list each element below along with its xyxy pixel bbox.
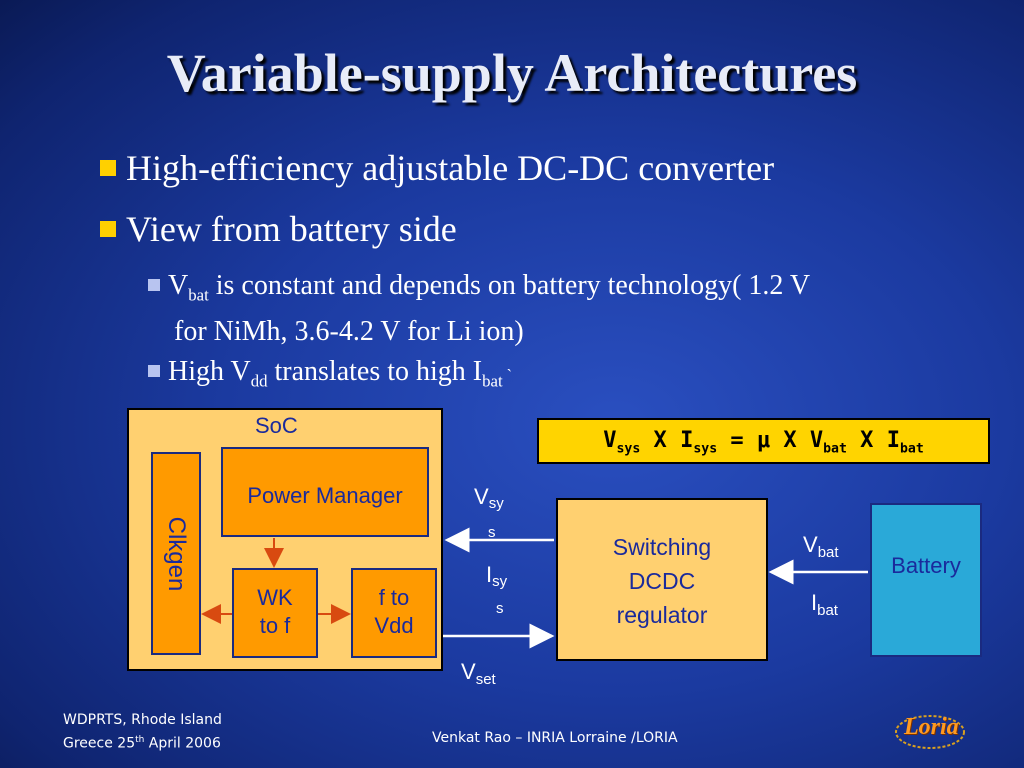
sub-bullet-vdd: High Vdd translates to high Ibat ` [148, 354, 968, 400]
bullet-square-icon [100, 159, 116, 176]
bullet-text: View from battery side [126, 209, 457, 249]
power-equation: Vsys X Isys = μ X Vbat X Ibat [537, 418, 990, 464]
battery-label: Battery [891, 553, 961, 578]
ibat-label: Ibat [811, 590, 838, 619]
clkgen-block: Clkgen [151, 452, 201, 655]
vbat-label: Vbat [803, 532, 839, 561]
bullet-item: View from battery side [100, 208, 457, 250]
vsys-label-wrap: s [488, 524, 496, 541]
soc-label: SoC [255, 413, 298, 438]
bullet-text: High-efficiency adjustable DC-DC convert… [126, 148, 775, 188]
isys-label-wrap: s [496, 600, 504, 617]
footer-left: WDPRTS, Rhode Island Greece 25th April 2… [63, 712, 222, 752]
bullet-square-icon [100, 220, 116, 237]
slide-title: Variable-supply Architectures [166, 43, 858, 103]
bullet-item: High-efficiency adjustable DC-DC convert… [100, 147, 774, 189]
vsys-label: Vsy [474, 484, 504, 512]
loria-logo-icon: Loria [892, 706, 968, 754]
power-manager-label: Power Manager [247, 483, 403, 508]
sub-bullet-vbat: Vbat is constant and depends on battery … [148, 268, 968, 350]
vset-label: Vset [461, 659, 496, 688]
switching-regulator-block: Switching DCDC regulator [556, 498, 768, 661]
power-manager-block: Power Manager [221, 447, 429, 537]
isys-label: Isy [486, 562, 508, 590]
footer-center: Venkat Rao – INRIA Lorraine /LORIA [432, 730, 678, 746]
sub-bullet-square-icon [148, 364, 160, 377]
battery-block: Battery [870, 503, 982, 657]
sub-bullet-square-icon [148, 278, 160, 291]
